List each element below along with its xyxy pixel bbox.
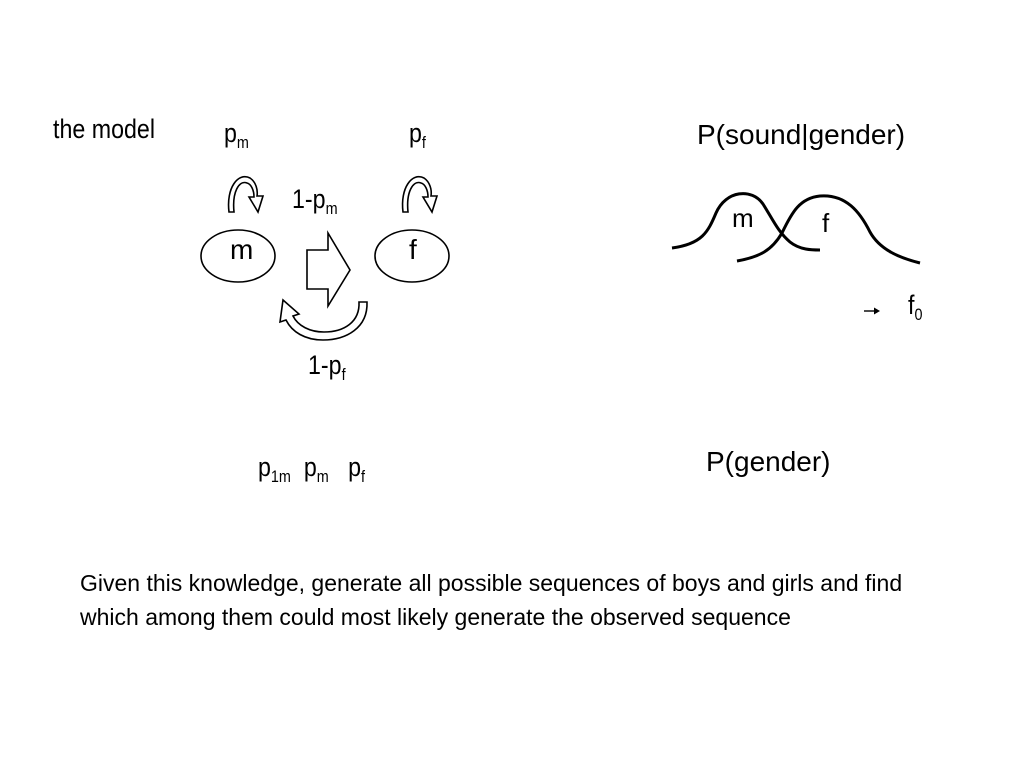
param-pf: pf	[348, 452, 366, 486]
emission-title: P(sound|gender)	[697, 119, 906, 150]
self-loop-f-label: pf	[409, 118, 426, 152]
axis-arrow	[864, 307, 880, 315]
curve-m-label: m	[732, 203, 754, 233]
curve-f-label: f	[822, 208, 830, 238]
state-m-ellipse	[200, 229, 276, 283]
caption: Given this knowledge, generate all possi…	[80, 570, 903, 630]
self-loop-m-arrow	[227, 175, 265, 214]
parameter-list: p1m pm pf	[258, 452, 366, 486]
state-f-ellipse	[374, 229, 450, 283]
transition-m-to-f-label: 1-pm	[292, 184, 338, 218]
state-f-label: f	[409, 234, 417, 265]
axis-label: f0	[908, 290, 923, 324]
model-label: the model	[53, 114, 155, 144]
prior-title: P(gender)	[706, 446, 831, 477]
transition-f-to-m-label: 1-pf	[308, 350, 346, 384]
transition-f-to-m-arrow	[279, 298, 368, 341]
param-p1m: p1m	[258, 452, 291, 486]
self-loop-m-label: pm	[224, 118, 249, 152]
param-pm: pm	[303, 452, 329, 486]
curve-m	[671, 192, 821, 252]
self-loop-f-arrow	[401, 175, 439, 214]
transition-m-to-f-arrow	[306, 230, 351, 309]
state-m-label: m	[230, 234, 254, 265]
curve-f	[736, 194, 921, 265]
